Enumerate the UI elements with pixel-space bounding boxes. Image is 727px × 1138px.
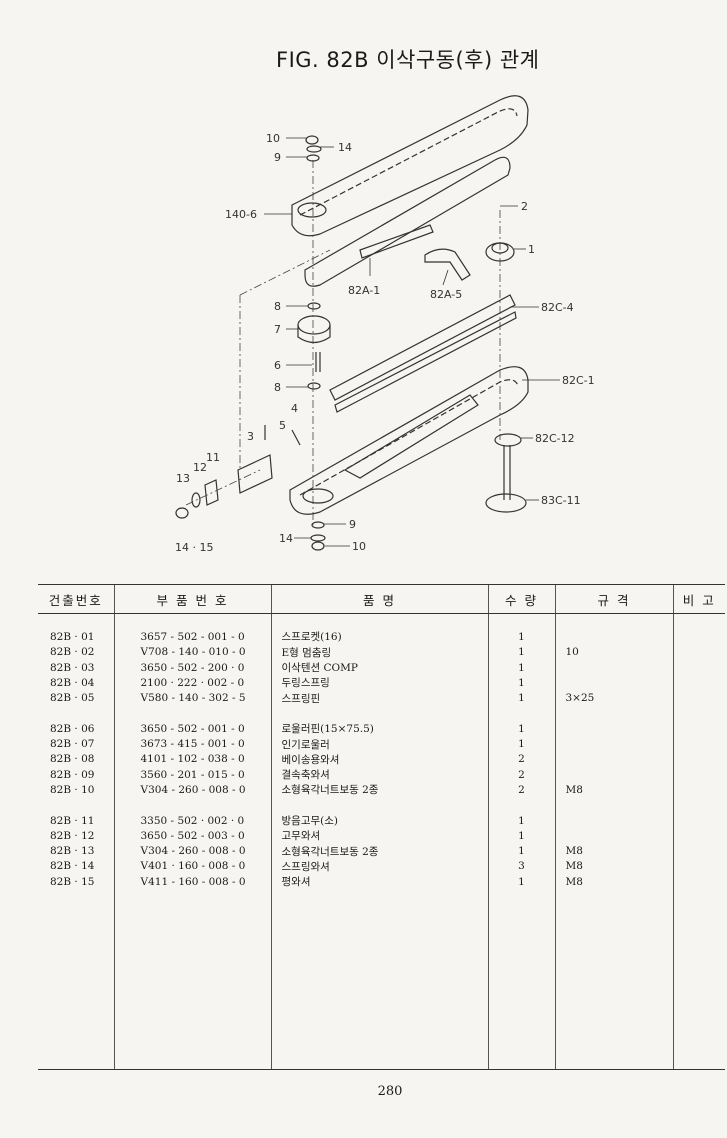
callout-82c-1: 82C-1 [562,374,595,387]
idle-roller [297,315,331,335]
callout-8-lower: 8 [274,381,281,394]
callout-7: 7 [274,323,281,336]
callout-14-15: 14 · 15 [175,541,213,554]
header-spec: 규 격 [554,584,673,614]
header-part-name: 품 명 [270,584,488,614]
callout-10-lower: 10 [352,540,366,553]
callout-14: 14 [338,141,352,154]
upper-chain-case [291,95,529,237]
table-header-row: 건출번호 부 품 번 호 품 명 수 량 규 격 비 고 [38,584,725,614]
callout-13: 13 [176,472,190,485]
callout-82a-5: 82A-5 [430,288,462,301]
callout-8: 8 [274,300,281,313]
lower-chain-case [289,366,529,515]
callout-5: 5 [279,419,286,432]
callout-82c-4: 82C-4 [541,301,574,314]
header-remarks: 비 고 [672,584,725,614]
callout-10: 10 [266,132,280,145]
callout-140-6: 140-6 [225,208,257,221]
callout-11: 11 [206,451,220,464]
callout-2: 2 [521,200,528,213]
callout-12: 12 [193,461,207,474]
rail-82c-4 [329,294,516,401]
header-part-no: 부 품 번 호 [113,584,271,614]
callout-1: 1 [528,243,535,256]
page-title: FIG. 82B 이삭구동(후) 관계 [276,48,540,72]
callout-82c-12: 82C-12 [535,432,575,445]
tension-bracket [237,454,273,494]
callout-82a-1: 82A-1 [348,284,380,297]
exploded-parts-diagram: 10 14 9 140-6 2 1 82A-1 82A-5 82C-4 8 7 … [175,95,595,554]
page-number: 280 [377,1084,403,1099]
callout-6: 6 [274,359,281,372]
callout-4: 4 [291,402,298,415]
header-quantity: 수 량 [487,584,555,614]
header-ref-no: 건출번호 [38,584,114,614]
callout-14-lower: 14 [279,532,293,545]
middle-chain-guide [304,156,511,287]
callout-83c-11: 83C-11 [541,494,581,507]
callout-3: 3 [247,430,254,443]
callout-9: 9 [274,151,281,164]
callout-9-lower: 9 [349,518,356,531]
